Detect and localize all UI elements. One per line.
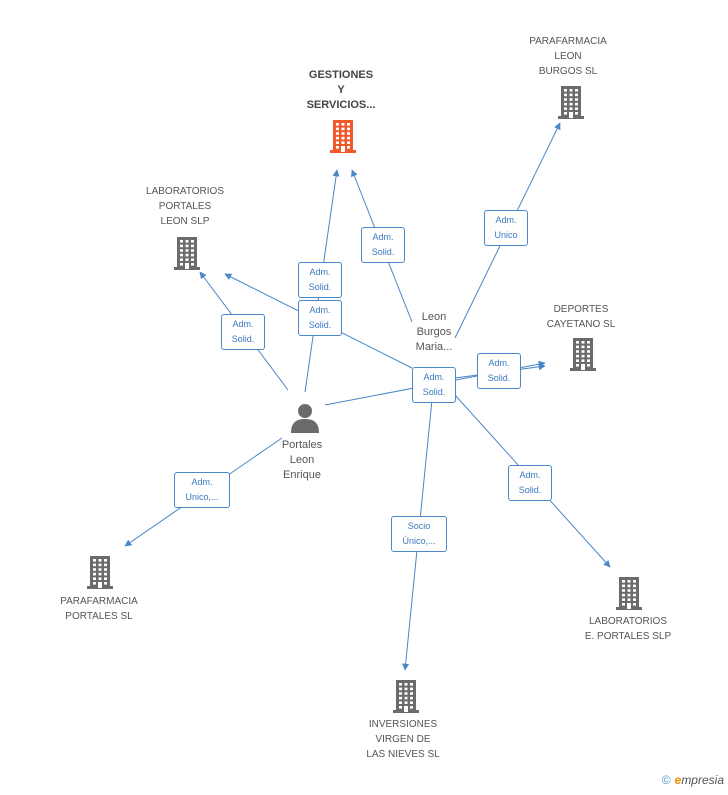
- copyright-icon: ©: [661, 773, 671, 787]
- building-icon[interactable]: [327, 118, 359, 159]
- node-label-leon-burgos[interactable]: Leon Burgos Maria...: [415, 311, 453, 353]
- brand-logo-initial: e: [674, 773, 682, 787]
- edge-label[interactable]: Adm.Solid.: [508, 465, 552, 501]
- building-icon[interactable]: [567, 336, 599, 377]
- edge-label[interactable]: Adm.Solid.: [412, 367, 456, 403]
- building-icon[interactable]: [555, 84, 587, 125]
- building-icon[interactable]: [171, 235, 203, 276]
- node-label-parafarmacia-portales[interactable]: PARAFARMACIA PORTALES SL: [60, 596, 138, 622]
- node-label-gestiones[interactable]: GESTIONES Y SERVICIOS...: [306, 69, 376, 111]
- brand-name: mpresia: [681, 773, 724, 787]
- edge-label[interactable]: Adm.Solid.: [298, 262, 342, 298]
- building-icon[interactable]: [390, 678, 422, 719]
- node-label-parafarmacia-burgos[interactable]: PARAFARMACIA LEON BURGOS SL: [529, 36, 607, 77]
- edge-label[interactable]: Adm.Unico: [484, 210, 528, 246]
- node-label-portales-leon[interactable]: Portales Leon Enrique: [281, 439, 323, 481]
- edge-label[interactable]: Adm.Solid.: [361, 227, 405, 263]
- node-label-deportes[interactable]: DEPORTES CAYETANO SL: [546, 304, 616, 330]
- building-icon[interactable]: [613, 575, 645, 616]
- building-icon[interactable]: [84, 554, 116, 595]
- edge-label[interactable]: Adm.Unico,...: [174, 472, 230, 508]
- node-label-inversiones[interactable]: INVERSIONES VIRGEN DE LAS NIEVES SL: [366, 719, 440, 760]
- person-icon[interactable]: [290, 402, 320, 439]
- footer-brand: ©empresia: [662, 773, 724, 787]
- edge-label[interactable]: Adm.Solid.: [221, 314, 265, 350]
- edge-label[interactable]: Adm.Solid.: [477, 353, 521, 389]
- node-label-laboratorios-e[interactable]: LABORATORIOS E. PORTALES SLP: [584, 616, 672, 642]
- edge-label[interactable]: Adm.Solid.: [298, 300, 342, 336]
- node-label-laboratorios-portales[interactable]: LABORATORIOS PORTALES LEON SLP: [146, 186, 224, 227]
